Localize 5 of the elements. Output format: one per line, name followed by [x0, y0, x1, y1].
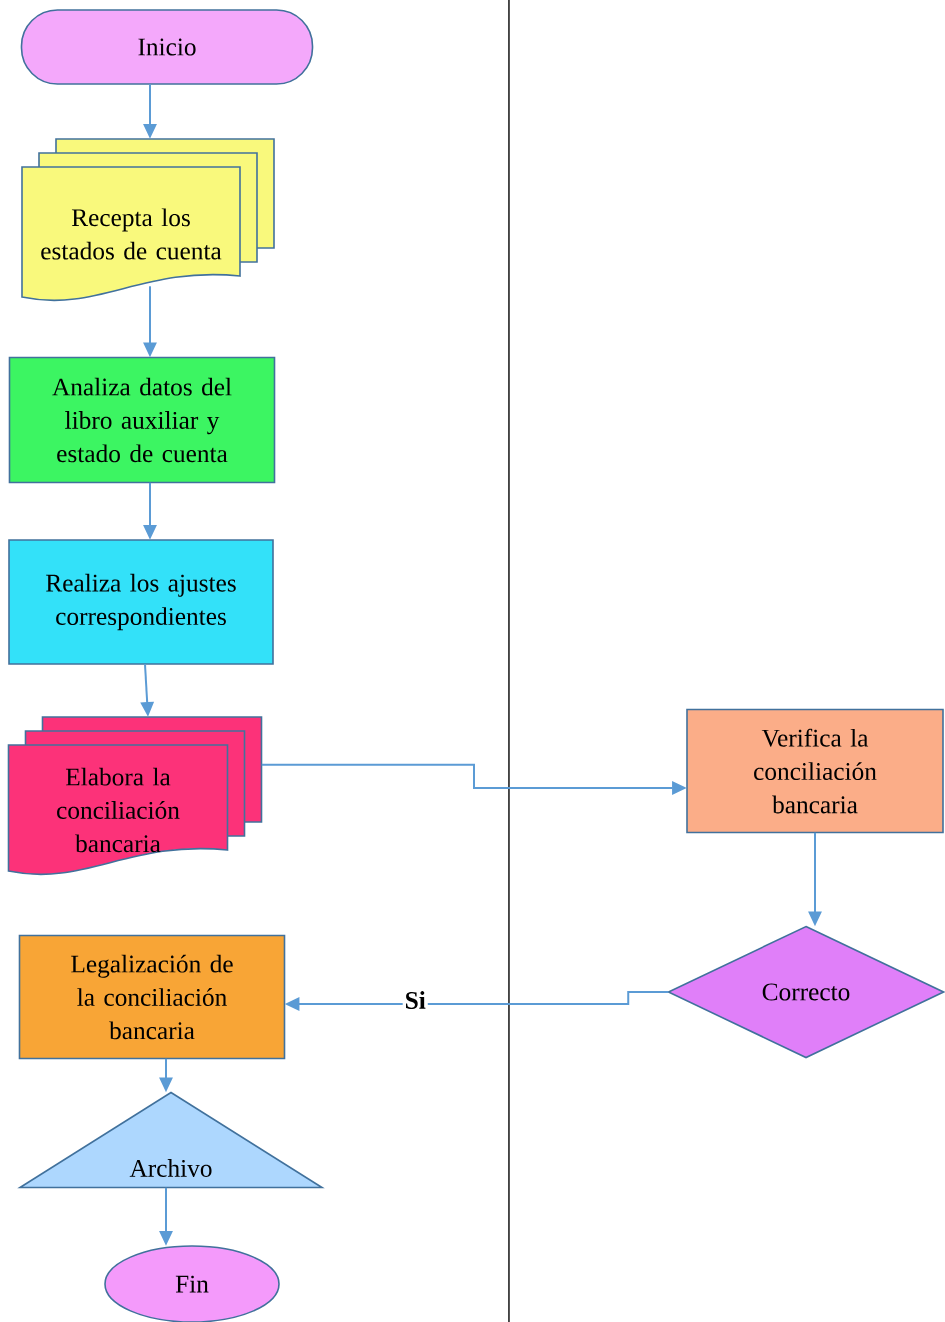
process-box: Verifica la conciliación bancaria: [686, 708, 944, 834]
process-box: Legalización de la conciliación bancaria: [18, 934, 286, 1060]
process-box: Analiza datos del libro auxiliar y estado de cuenta: [8, 356, 276, 484]
process-box: Realiza los ajustes correspondientes: [8, 539, 274, 665]
edge-label: Si: [402, 989, 428, 1011]
